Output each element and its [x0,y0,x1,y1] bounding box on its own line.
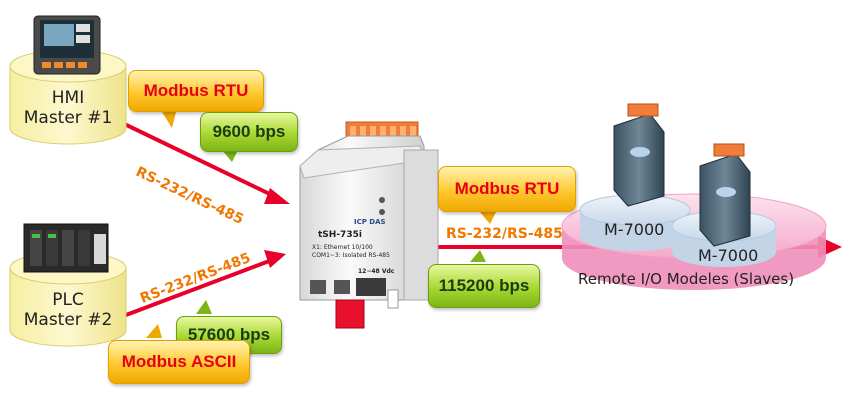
slave1-label: M-7000 [604,220,665,239]
hmi-protocol-bubble: Modbus RTU [128,70,264,112]
slave1-module-image [613,103,665,207]
device-line2: COM1~3: Isolated RS-485 [312,252,390,259]
plc-label-line1: PLC [52,290,84,310]
plc-label: PLC Master #2 [10,290,126,330]
remote-caption: Remote I/O Modeles (Slaves) [578,270,795,288]
slave-link-label: RS-232/RS-485 [446,226,563,242]
device-model: tSH-735i [318,230,362,240]
plc-label-line2: Master #2 [23,310,113,330]
slave1-disk [579,194,691,251]
hmi-baud-bubble: 9600 bps [200,112,298,152]
slave2-label: M-7000 [698,246,759,265]
device-line1: X1: Ethernet 10/100 [312,244,373,251]
hmi-label-line1: HMI [51,88,85,108]
device-brand: ICP DAS [354,218,386,226]
arrow-hmi-to-gateway [111,116,290,204]
slave-baud-bubble: 115200 bps [428,264,540,308]
hmi-label: HMI Master #1 [10,88,126,128]
hmi-label-line2: Master #1 [23,108,113,128]
bubble-tails [146,112,496,338]
gateway-device-image [299,121,439,329]
slave-protocol-bubble: Modbus RTU [438,166,576,212]
slave2-module-image [699,143,751,247]
plc-device-image [23,223,109,273]
arrow-plc-to-gateway [117,250,286,320]
device-power: 12~48 Vdc [358,268,395,275]
hmi-device-image [33,15,101,75]
plc-protocol-bubble: Modbus ASCII [108,340,250,384]
